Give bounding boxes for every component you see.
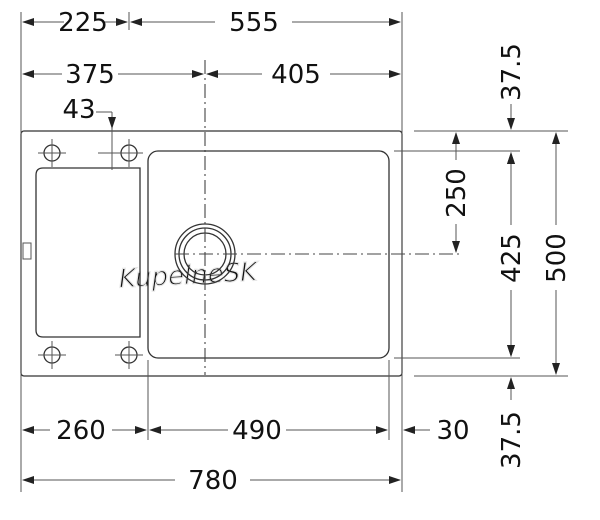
mounting-hole-bottom-left [38, 341, 66, 369]
dim-label-425: 425 [497, 233, 527, 283]
dim-label-30: 30 [436, 416, 469, 446]
extension-lines [20, 12, 568, 492]
dim-label-780: 780 [188, 466, 238, 496]
dim-label-375: 375 [65, 60, 115, 90]
dimension-lines [22, 18, 560, 484]
dim-label-43: 43 [62, 95, 95, 125]
dimension-labels: 225 555 375 405 43 260 490 30 780 250 37… [56, 8, 572, 496]
mounting-hole-top-right [98, 139, 143, 167]
dim-label-37-5-top: 37.5 [497, 43, 527, 101]
mounting-hole-bottom-right [115, 341, 143, 369]
basin-outline [147, 150, 390, 359]
dim-label-260: 260 [56, 416, 106, 446]
drainboard-recess [35, 167, 141, 338]
mounting-hole-top-left [38, 139, 66, 167]
watermark-text: KupelneSK [118, 257, 260, 294]
dim-label-490: 490 [232, 416, 282, 446]
dim-label-555: 555 [229, 8, 279, 38]
dim-label-500: 500 [542, 233, 572, 283]
mounting-holes [38, 139, 143, 369]
dim-label-225: 225 [58, 8, 108, 38]
dim-label-250: 250 [442, 168, 472, 218]
overflow-tab [22, 242, 32, 260]
dim-label-37-5-bottom: 37.5 [497, 411, 527, 469]
dim-label-405: 405 [271, 60, 321, 90]
